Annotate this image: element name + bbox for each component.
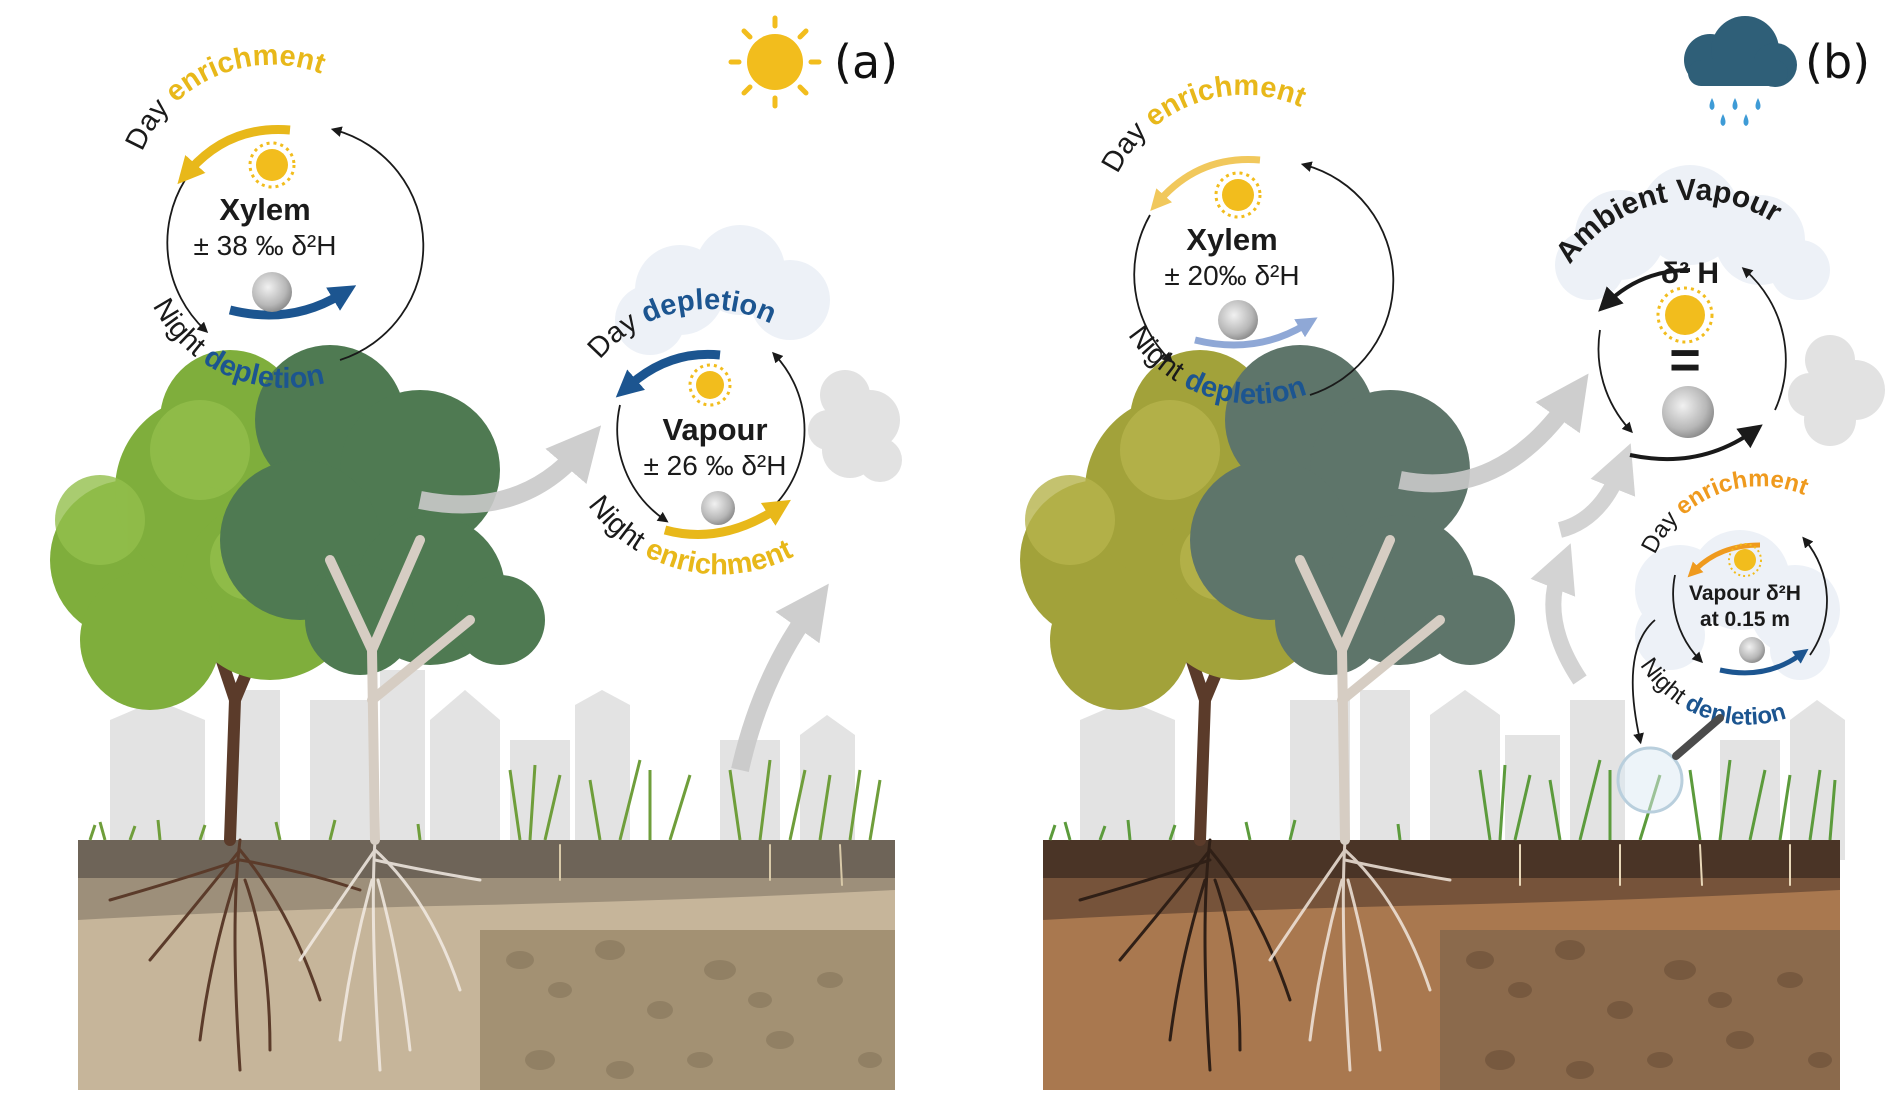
- vapour-015-day-process: enrichment: [1670, 465, 1812, 520]
- xylem-a-title: Xylem: [219, 192, 310, 227]
- rain-cloud-icon: [1684, 16, 1797, 126]
- vapour-015-title: Vapour δ²H: [1689, 582, 1801, 605]
- tree-roots-a: [108, 838, 843, 1072]
- vapour-015-night-label: Nightdepletion: [1635, 653, 1789, 731]
- xylem-a-day-process: enrichment: [159, 39, 329, 108]
- vapour-015-height: at 0.15 m: [1700, 608, 1790, 631]
- vapour-a-title: Vapour: [662, 412, 767, 447]
- xylem-a-day-word: Day: [120, 92, 176, 155]
- tree-roots-b: [1078, 838, 1791, 1072]
- vapour-cycle-a: [615, 349, 806, 539]
- magnifier-icon: [1616, 714, 1724, 814]
- moon-icon: [252, 272, 292, 312]
- grass-b: [1048, 759, 1837, 841]
- evaporation-arrow-a: [731, 583, 829, 772]
- vapour-015-night-process: depletion: [1681, 689, 1789, 731]
- sun-icon: [688, 363, 732, 407]
- mixing-arrow-b: [1557, 443, 1636, 538]
- xylem-b-day-word: Day: [1096, 115, 1154, 178]
- xylem-b-range: ± 20‰ δ²H: [1164, 260, 1299, 291]
- vapour-a-range: ± 26 ‰ δ²H: [644, 450, 787, 481]
- vapour-a-night-word: Night: [582, 490, 650, 557]
- moon-icon: [1662, 386, 1714, 438]
- xylem-cycle-a: [166, 125, 425, 361]
- xylem-b-day-label: Dayenrichment: [1096, 70, 1311, 178]
- xylem-cycle-b: [1133, 156, 1395, 396]
- evaporation-arrow-b: [1530, 543, 1587, 685]
- vapour-cloud-background-a: [615, 225, 830, 355]
- panel-a-label: (a): [834, 35, 898, 89]
- sun-icon: [1214, 171, 1262, 219]
- vapour-015-cycle: [1631, 536, 1828, 745]
- cloud-icon: [808, 370, 902, 482]
- xylem-a-range: ± 38 ‰ δ²H: [194, 230, 337, 261]
- sun-icon: [728, 15, 822, 109]
- xylem-b-title: Xylem: [1186, 222, 1277, 257]
- vapour-a-night-process: enrichment: [641, 533, 798, 582]
- sun-icon: [1728, 543, 1762, 577]
- panel-b-label: (b): [1805, 35, 1870, 89]
- soil-profile-a: [78, 840, 895, 1090]
- tree-dark-green: [220, 345, 545, 845]
- ambient-vapour-isotope: δ² H: [1661, 257, 1719, 290]
- sun-icon: [248, 141, 296, 189]
- equals-sign: =: [1669, 330, 1701, 390]
- panel-b: Dayenrichment Nightdepletion Xylem ± 20‰…: [1020, 16, 1885, 1090]
- soil-profile-b: [1043, 840, 1840, 1090]
- ambient-vapour-cycle: [1597, 267, 1787, 462]
- transpiration-arrow-b: [1398, 373, 1589, 493]
- panel-a: Dayenrichment Nightdepletion Xylem ± 38 …: [50, 15, 902, 1090]
- xylem-b-day-process: enrichment: [1139, 70, 1311, 133]
- moon-icon: [701, 491, 735, 525]
- moon-icon: [1218, 300, 1258, 340]
- transpiration-arrow-a: [418, 425, 602, 514]
- cloud-icon: [1788, 335, 1885, 446]
- moon-icon: [1739, 637, 1765, 663]
- sun-icon: [1656, 286, 1714, 344]
- ambient-cloud-background: [1555, 165, 1830, 300]
- grass-a: [88, 759, 882, 841]
